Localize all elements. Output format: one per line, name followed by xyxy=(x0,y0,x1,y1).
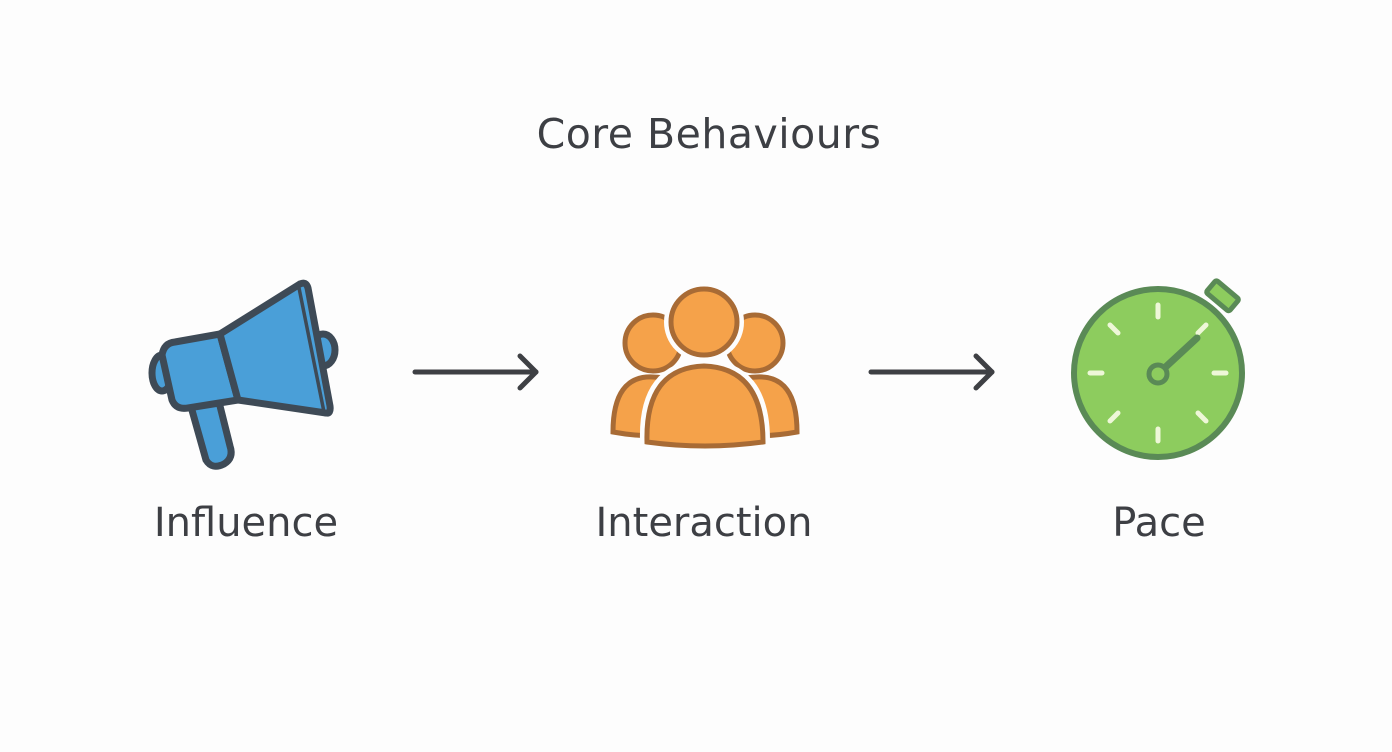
arrow-icon xyxy=(412,353,539,391)
step-label-influence: Influence xyxy=(153,500,339,546)
step-label-pace: Pace xyxy=(1112,500,1206,546)
megaphone-icon xyxy=(148,279,339,470)
group-icon xyxy=(610,282,800,449)
diagram-title: Core Behaviours xyxy=(536,110,882,158)
step-label-interaction: Interaction xyxy=(595,500,813,546)
arrow-icon xyxy=(868,353,995,391)
stopwatch-icon xyxy=(1071,278,1245,460)
